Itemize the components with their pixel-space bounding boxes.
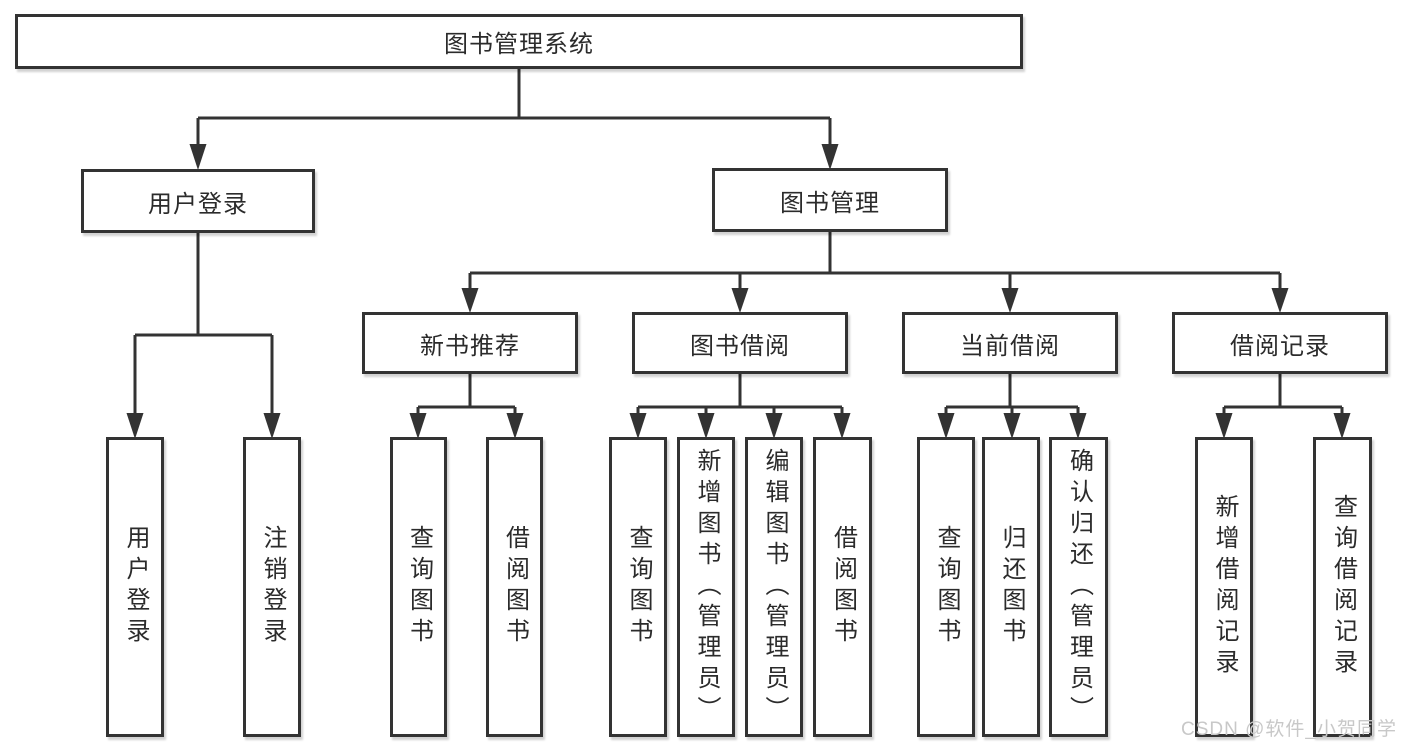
- arrowhead: [1001, 288, 1019, 313]
- leaf-label: 新增借阅记录: [1211, 494, 1238, 680]
- arrowhead: [765, 413, 783, 439]
- node-label: 用户登录: [148, 190, 248, 218]
- tree-edges: [133, 68, 1344, 415]
- leaf-query-books-current: 查询图书: [917, 437, 975, 737]
- leaf-borrow-books: 借阅图书: [813, 437, 872, 737]
- arrowhead: [1333, 413, 1351, 439]
- node-book-borrowing: 图书借阅: [632, 312, 848, 374]
- node-label: 借阅记录: [1230, 332, 1330, 360]
- arrowhead: [629, 413, 647, 439]
- csdn-watermark: CSDN @软件_小贺同学: [1181, 719, 1397, 740]
- arrowhead: [409, 413, 427, 439]
- arrowhead: [263, 413, 281, 439]
- arrowhead: [1271, 288, 1289, 313]
- leaf-user-login: 用户登录: [106, 437, 164, 737]
- arrowhead: [1215, 413, 1233, 439]
- leaf-label: 查询图书: [625, 525, 652, 649]
- leaf-borrow-books-recommend: 借阅图书: [486, 437, 543, 737]
- node-label: 当前借阅: [960, 332, 1060, 360]
- node-new-book-recommend: 新书推荐: [362, 312, 578, 374]
- arrowhead: [126, 413, 144, 439]
- leaf-label: 查询借阅记录: [1329, 494, 1357, 680]
- leaf-label: 查询图书: [933, 525, 960, 649]
- arrowhead: [1003, 413, 1021, 439]
- node-label: 图书管理系统: [444, 31, 594, 58]
- arrowhead: [189, 144, 207, 170]
- leaf-edit-books-admin: 编辑图书（管理员）: [745, 437, 803, 737]
- leaf-label: 编辑图书（管理员）: [761, 447, 788, 727]
- arrowhead: [697, 413, 715, 439]
- leaf-query-books-borrow: 查询图书: [609, 437, 667, 737]
- leaf-label: 借阅图书: [829, 525, 857, 649]
- leaf-query-borrow-record: 查询借阅记录: [1313, 437, 1372, 737]
- arrowhead: [731, 288, 749, 313]
- node-label: 新书推荐: [420, 332, 520, 360]
- leaf-label: 查询图书: [405, 525, 433, 649]
- arrowhead: [937, 413, 955, 439]
- node-user-login-module: 用户登录: [81, 169, 315, 233]
- leaf-label: 新增图书（管理员）: [693, 447, 720, 727]
- arrowhead: [821, 144, 839, 170]
- leaf-confirm-return-admin: 确认归还（管理员）: [1049, 437, 1108, 737]
- leaf-label: 归还图书: [998, 525, 1025, 649]
- leaf-label: 确认归还（管理员）: [1065, 447, 1093, 727]
- leaf-logout: 注销登录: [243, 437, 301, 737]
- node-label: 图书管理: [780, 189, 880, 217]
- leaf-label: 借阅图书: [501, 525, 529, 649]
- arrowhead: [461, 288, 479, 313]
- leaf-label: 用户登录: [122, 525, 149, 649]
- node-current-borrowing: 当前借阅: [902, 312, 1118, 374]
- leaf-query-books-recommend: 查询图书: [390, 437, 447, 737]
- leaf-add-books-admin: 新增图书（管理员）: [677, 437, 735, 737]
- node-root-system: 图书管理系统: [15, 14, 1023, 69]
- node-borrow-records: 借阅记录: [1172, 312, 1388, 374]
- arrowhead: [833, 413, 851, 439]
- node-book-management-module: 图书管理: [712, 168, 948, 232]
- leaf-label: 注销登录: [259, 525, 286, 649]
- leaf-return-books: 归还图书: [982, 437, 1040, 737]
- arrowhead: [506, 413, 524, 439]
- arrowhead: [1069, 413, 1087, 439]
- leaf-add-borrow-record: 新增借阅记录: [1195, 437, 1253, 737]
- node-label: 图书借阅: [690, 332, 790, 360]
